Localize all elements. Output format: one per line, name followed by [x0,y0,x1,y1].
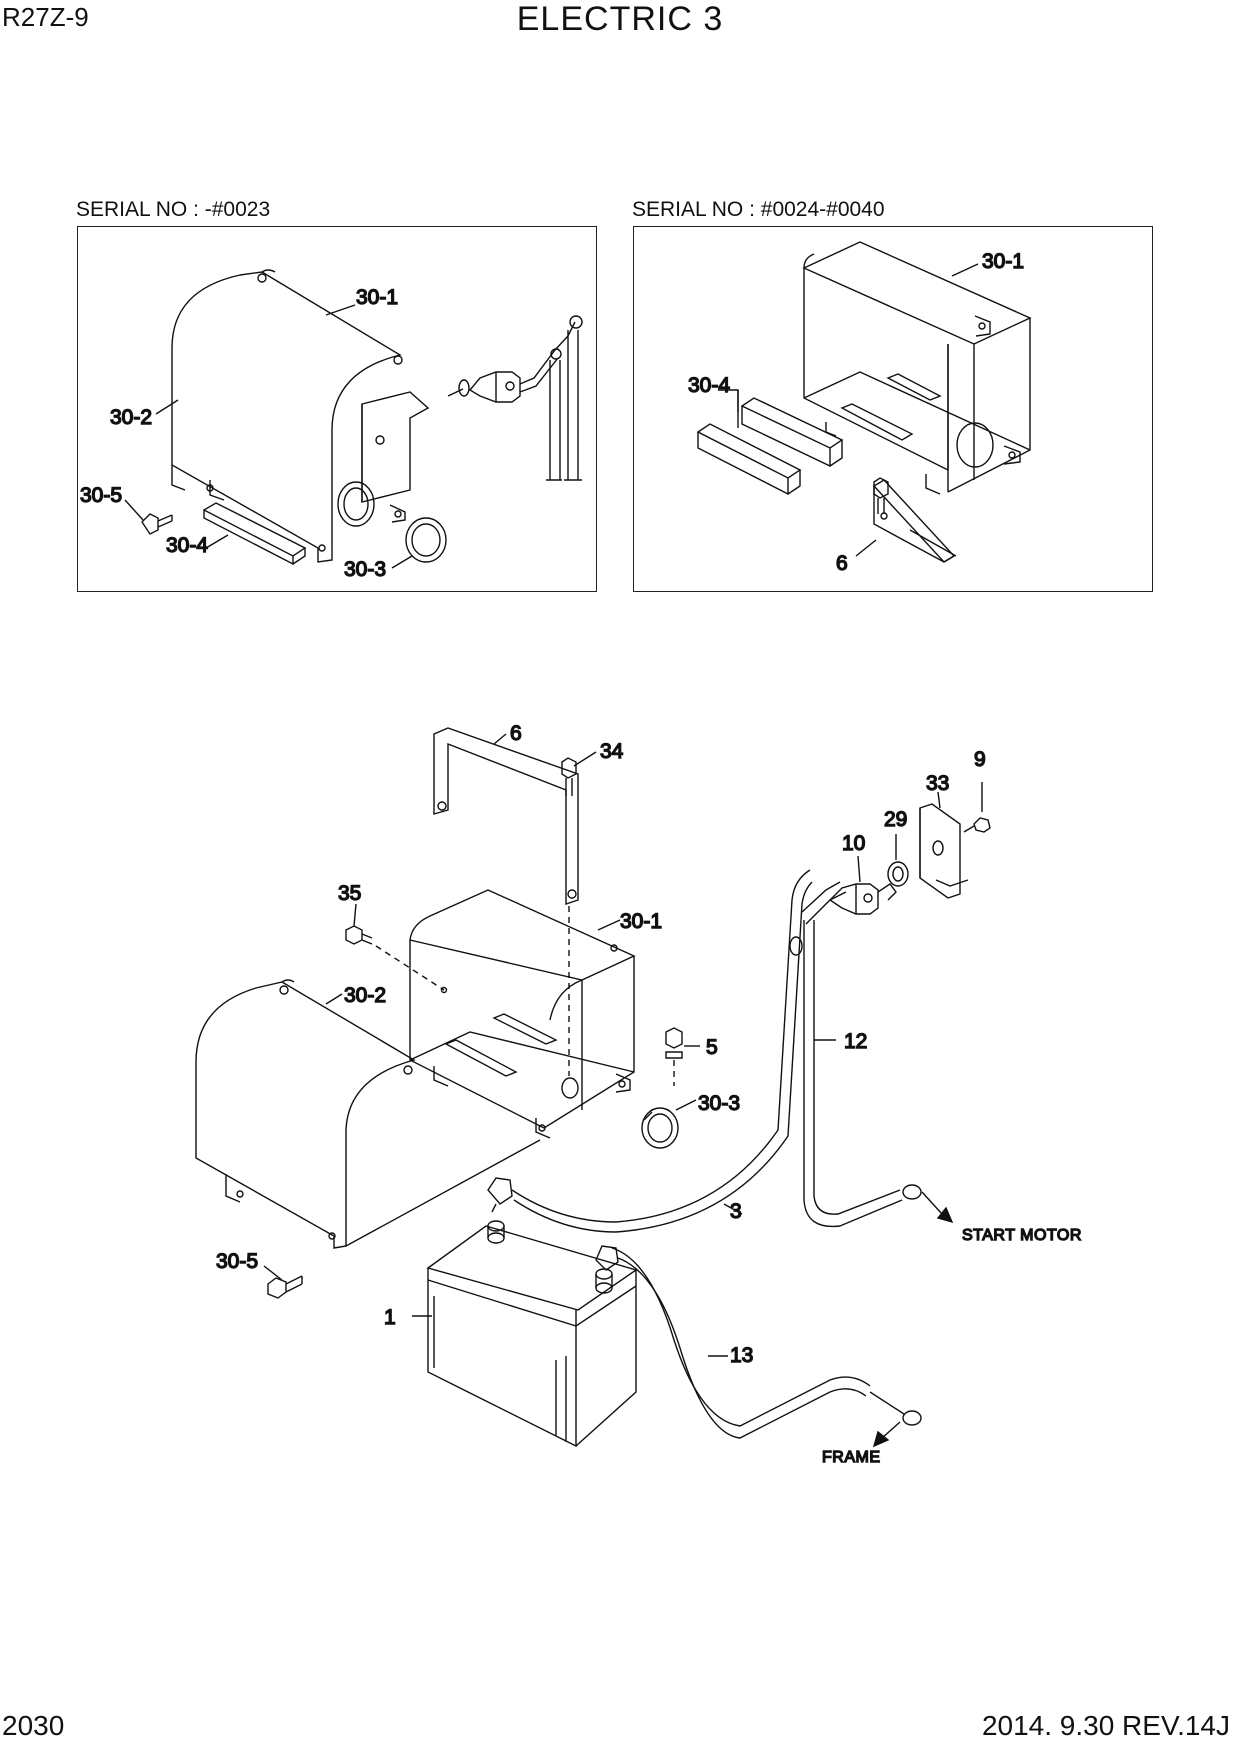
label-35: 35 [338,882,361,905]
main-bolt-9 [963,817,991,833]
page-number: 2030 [2,1710,65,1741]
label-5: 5 [706,1036,718,1059]
main-bolt-34 [561,757,577,1076]
main-bolt-30-5 [267,1275,303,1299]
main-leaders [263,733,983,1357]
label-12: 12 [844,1030,867,1053]
main-battery-1 [426,1220,638,1448]
label-30-1: 30-1 [620,910,662,933]
label-3: 3 [730,1200,742,1223]
label-9: 9 [974,748,986,771]
left-bolt [141,513,173,535]
label-30-5: 30-5 [216,1250,258,1273]
main-bolt-5 [665,1027,683,1086]
main-cover-30-2 [195,979,541,1249]
main-drawing: 6 34 35 30-1 30-2 5 30-3 3 12 1 30-5 13 … [195,721,1082,1467]
direction-arrows [872,1191,954,1448]
label-right-30-4: 30-4 [688,374,730,397]
left-pad [202,502,307,566]
label-33: 33 [926,772,949,795]
note-frame: FRAME [822,1449,881,1466]
main-grommet-30-3 [641,1107,679,1149]
label-left-30-5: 30-5 [80,484,122,507]
right-pads [696,397,844,496]
main-bracket-6 [433,727,579,905]
main-bolt-35 [345,925,448,994]
right-bracket [872,479,957,563]
label-13: 13 [730,1344,753,1367]
main-plate-33 [919,803,969,899]
right-bolt [873,477,889,514]
note-start-motor: START MOTOR [962,1227,1082,1244]
right-leaders [718,263,979,557]
left-leaders [124,304,464,569]
label-10: 10 [842,832,865,855]
label-34: 34 [600,740,624,763]
label-left-30-2: 30-2 [110,406,152,429]
main-washer-29 [887,861,909,887]
label-1: 1 [384,1306,396,1329]
revision-stamp: 2014. 9.30 REV.14J [981,1710,1230,1741]
left-battery-cover [171,269,430,563]
inset-left-serial: SERIAL NO : -#0023 [76,198,271,221]
model-code: R27Z-9 [2,2,89,32]
label-left-30-4: 30-4 [166,534,208,557]
label-30-2: 30-2 [344,984,386,1007]
label-right-6: 6 [836,552,848,575]
main-battery-box [409,889,636,1139]
inset-right-drawing: 30-1 30-4 6 [687,241,1032,576]
label-left-30-1: 30-1 [356,286,398,309]
label-right-30-1: 30-1 [982,250,1024,273]
label-29: 29 [884,808,907,831]
inset-left-drawing: 30-1 30-2 30-5 30-4 30-3 [79,269,583,582]
inset-left-frame [77,226,597,592]
main-switch-10 [828,883,897,915]
left-switch-and-cables [458,315,583,481]
main-cable-13 [595,1245,922,1439]
inset-right-serial: SERIAL NO : #0024-#0040 [632,198,885,221]
page-title: ELECTRIC 3 [516,0,724,38]
right-battery-box [802,241,1032,495]
label-6: 6 [510,722,522,745]
label-left-30-3: 30-3 [344,558,386,581]
main-cable-3 [487,869,813,1233]
label-30-3: 30-3 [698,1092,740,1115]
left-grommet [405,517,447,563]
main-cable-12 [801,881,922,1228]
inset-right-frame [633,226,1153,592]
